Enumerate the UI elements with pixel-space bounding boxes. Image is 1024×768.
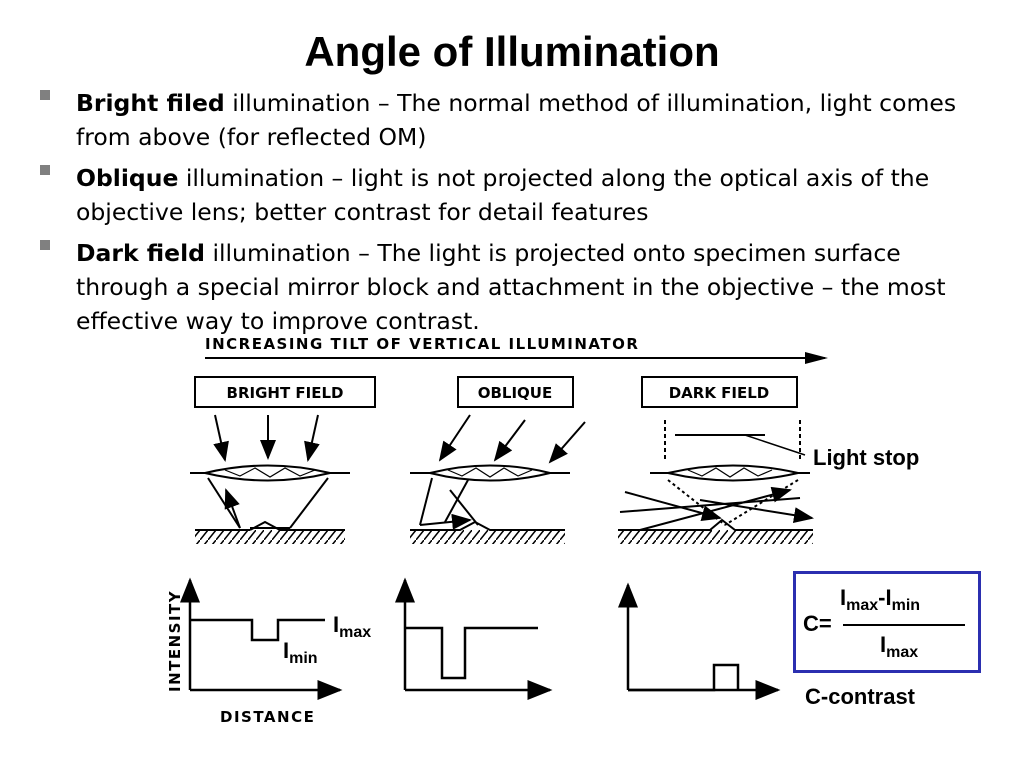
formula-lhs: C= [803,611,832,636]
numerator-b: I [885,585,892,610]
bullet-bright-field: Bright filed illumination – The normal m… [40,86,1000,154]
numerator-a: I [840,585,847,610]
bullet-marker [40,240,50,250]
numerator-a-sub: max [846,597,879,614]
bright-field-box [194,376,376,408]
bright-field-label: BRIGHT FIELD [227,384,344,402]
formula-numerator: Imax-Imin [840,585,920,615]
intensity-plot-bright [180,577,343,700]
contrast-caption: C-contrast [805,684,916,709]
oblique-box [457,376,574,408]
formula-denominator: Imax [880,632,918,662]
x-axis-label: DISTANCE [220,708,315,726]
dark-field-box [641,376,798,408]
i-max-sub: max [339,624,372,641]
tilt-arrow-label: INCREASING TILT OF VERTICAL ILLUMINATOR [205,335,639,353]
bullet-dark-field: Dark field illumination – The light is p… [40,236,1000,338]
bullet-oblique: Oblique illumination – light is not proj… [40,161,1000,229]
dark-field-label: DARK FIELD [669,384,770,402]
bullet-text: illumination – The light is projected on… [76,239,946,335]
light-stop-label: Light stop [813,445,920,470]
bullet-marker [40,165,50,175]
denominator-sub: max [886,644,919,661]
intensity-plot-oblique [395,577,553,700]
dark-field-optics [618,420,814,544]
oblique-optics [410,414,586,544]
i-max-label: Imax [333,612,371,642]
i-max-letter: I [333,612,340,637]
denominator-letter: I [880,632,887,657]
slide-title: Angle of Illumination [304,28,720,75]
i-min-sub: min [289,650,318,667]
intensity-plot-dark [618,582,781,700]
bullet-text: illumination – The normal method of illu… [76,89,957,151]
fraction-bar [843,624,965,626]
i-min-letter: I [283,638,290,663]
bullet-list: Bright filed illumination – The normal m… [40,86,1000,345]
bullet-text: illumination – light is not projected al… [76,164,930,226]
bullet-term: Bright filed [76,89,225,117]
bullet-marker [40,90,50,100]
bullet-term: Oblique [76,164,179,192]
formula-minus: - [878,585,886,610]
bright-field-optics [190,414,350,544]
tilt-arrowhead [805,352,828,364]
i-min-label: Imin [283,638,318,668]
y-axis-label: INTENSITY [166,590,184,692]
contrast-formula-box [793,571,981,673]
oblique-label: OBLIQUE [478,384,553,402]
numerator-b-sub: min [891,597,921,614]
bullet-term: Dark field [76,239,205,267]
